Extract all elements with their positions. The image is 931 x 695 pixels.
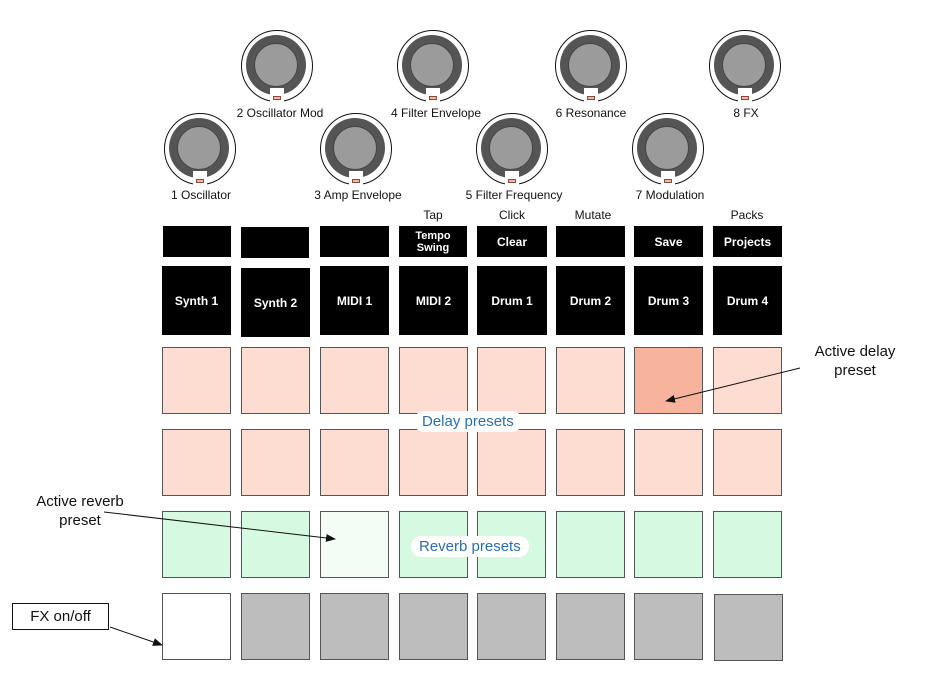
bottom-pad[interactable] [634,593,703,660]
knob-6[interactable] [555,30,627,102]
track-button-drum4[interactable]: Drum 4 [713,266,782,335]
function-button-3[interactable] [320,226,389,257]
knob-label-3: 3 Amp Envelope [314,188,402,202]
knob-3[interactable] [320,113,392,185]
knob-indicator [508,179,516,183]
reverb-pad[interactable] [162,511,231,578]
knob-indicator [352,179,360,183]
knob-5[interactable] [476,113,548,185]
annotation-line: Active reverb [36,493,124,510]
track-label: Drum 2 [569,293,612,308]
track-label: Drum 1 [491,293,533,308]
projects-button[interactable]: Projects [713,226,782,257]
reverb-pad[interactable] [713,511,782,578]
track-button-drum1[interactable]: Drum 1 [477,266,547,335]
track-label: Drum 3 [647,293,690,308]
tap-label: Tap [423,208,443,222]
delay-pad[interactable] [320,347,389,414]
knob-indicator [196,179,204,183]
track-label: Synth 2 [253,295,298,310]
bottom-pad[interactable] [399,593,468,660]
projects-label: Projects [723,234,772,249]
save-label: Save [654,234,683,249]
active-delay-annotation: Active delay preset [795,342,915,380]
delay-pad[interactable] [556,347,625,414]
bottom-pad[interactable] [241,593,310,660]
tempo-label: Tempo [415,229,451,242]
annotation-line: preset [834,362,876,379]
reverb-pad[interactable] [634,511,703,578]
track-label: Synth 1 [174,293,219,308]
bottom-pad[interactable] [320,593,389,660]
save-button[interactable]: Save [634,226,703,257]
track-button-synth2[interactable]: Synth 2 [241,268,310,337]
knob-label-2: 2 Oscillator Mod [236,106,324,120]
knob-indicator [664,179,672,183]
reverb-pad[interactable] [241,511,310,578]
track-button-drum2[interactable]: Drum 2 [556,266,625,335]
delay-pad[interactable] [241,429,310,496]
knob-2[interactable] [241,30,313,102]
delay-pad[interactable] [241,347,310,414]
active-delay-pad[interactable] [634,347,703,414]
track-button-midi2[interactable]: MIDI 2 [399,266,468,335]
knob-indicator [429,96,437,100]
knob-7[interactable] [632,113,704,185]
annotation-line: preset [59,512,101,529]
delay-pad[interactable] [320,429,389,496]
function-button-6[interactable] [556,226,625,257]
knob-4[interactable] [397,30,469,102]
delay-pad[interactable] [477,347,546,414]
fx-onoff-arrow [109,626,163,646]
bottom-pad[interactable] [477,593,546,660]
knob-indicator [587,96,595,100]
delay-pad[interactable] [162,347,231,414]
knob-label-6: 6 Resonance [555,106,627,120]
knob-indicator [741,96,749,100]
reverb-pad[interactable] [556,511,625,578]
active-reverb-annotation: Active reverb preset [20,492,140,530]
fx-onoff-pad[interactable] [162,593,231,660]
packs-label: Packs [730,208,764,222]
track-label: MIDI 1 [336,293,373,308]
knob-label-4: 4 Filter Envelope [390,106,482,120]
track-button-drum3[interactable]: Drum 3 [634,266,703,335]
click-label: Click [499,208,525,222]
clear-label: Clear [496,234,528,249]
delay-pad[interactable] [634,429,703,496]
knob-label-5: 5 Filter Frequency [465,188,563,202]
fx-onoff-annotation: FX on/off [12,603,109,630]
delay-pad[interactable] [162,429,231,496]
delay-pad[interactable] [713,429,782,496]
mutate-label: Mutate [574,208,612,222]
knob-label-8: 8 FX [733,106,759,120]
function-button-1[interactable] [163,226,231,257]
track-label: Drum 4 [726,293,769,308]
delay-pad[interactable] [556,429,625,496]
knob-label-7: 7 Modulation [635,188,705,202]
bottom-pad[interactable] [556,593,625,660]
track-label: MIDI 2 [415,293,452,308]
bottom-pad[interactable] [714,594,783,661]
reverb-presets-label: Reverb presets [411,536,529,557]
track-button-midi1[interactable]: MIDI 1 [320,266,389,335]
clear-button[interactable]: Clear [477,226,547,257]
track-button-synth1[interactable]: Synth 1 [162,266,231,335]
swing-label: Swing [416,241,450,254]
active-reverb-pad[interactable] [320,511,389,578]
annotation-line: Active delay [814,343,896,360]
delay-presets-label: Delay presets [414,411,522,432]
delay-pad[interactable] [399,347,468,414]
delay-pad[interactable] [477,429,546,496]
knob-indicator [273,96,281,100]
tempo-swing-button[interactable]: Tempo Swing [399,226,467,257]
delay-pad[interactable] [399,429,468,496]
delay-pad[interactable] [713,347,782,414]
knob-1[interactable] [164,113,236,185]
function-button-2[interactable] [241,227,309,258]
knob-8[interactable] [709,30,781,102]
knob-label-1: 1 Oscillator [170,188,232,202]
